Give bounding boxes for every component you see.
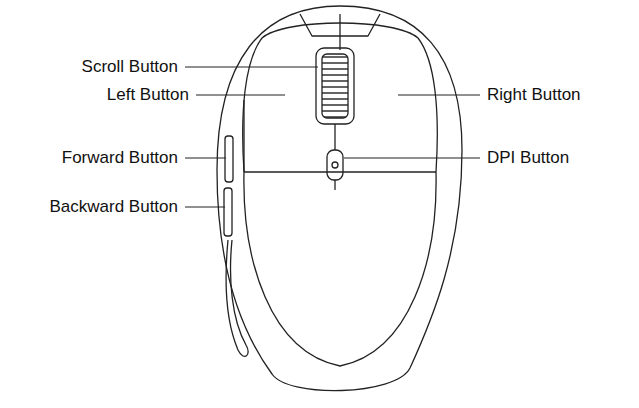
mouse-housing [217, 6, 462, 391]
palm-divide [244, 171, 436, 172]
button-split [339, 14, 340, 50]
forward-button [225, 136, 233, 182]
part-label: Right Button [487, 85, 581, 105]
leader-line [398, 94, 480, 95]
palm-rest [244, 172, 436, 366]
part-label: Forward Button [62, 148, 178, 168]
leader-line [196, 94, 285, 95]
leader-line [344, 157, 480, 158]
dpi-dot [332, 162, 338, 168]
backward-button [224, 188, 232, 236]
leader-line [185, 66, 318, 67]
dpi-button [327, 150, 343, 180]
part-label: Scroll Button [82, 57, 178, 77]
leader-line [185, 157, 226, 158]
part-label: Backward Button [49, 197, 178, 217]
center-line [334, 180, 335, 190]
wheel-slot [316, 48, 354, 124]
leader-line [185, 206, 225, 207]
scroll-wheel [322, 54, 348, 118]
part-label: DPI Button [487, 148, 569, 168]
part-label: Left Button [107, 85, 189, 105]
side-edge [243, 100, 244, 172]
center-line [334, 124, 335, 150]
side-grip [226, 240, 248, 356]
